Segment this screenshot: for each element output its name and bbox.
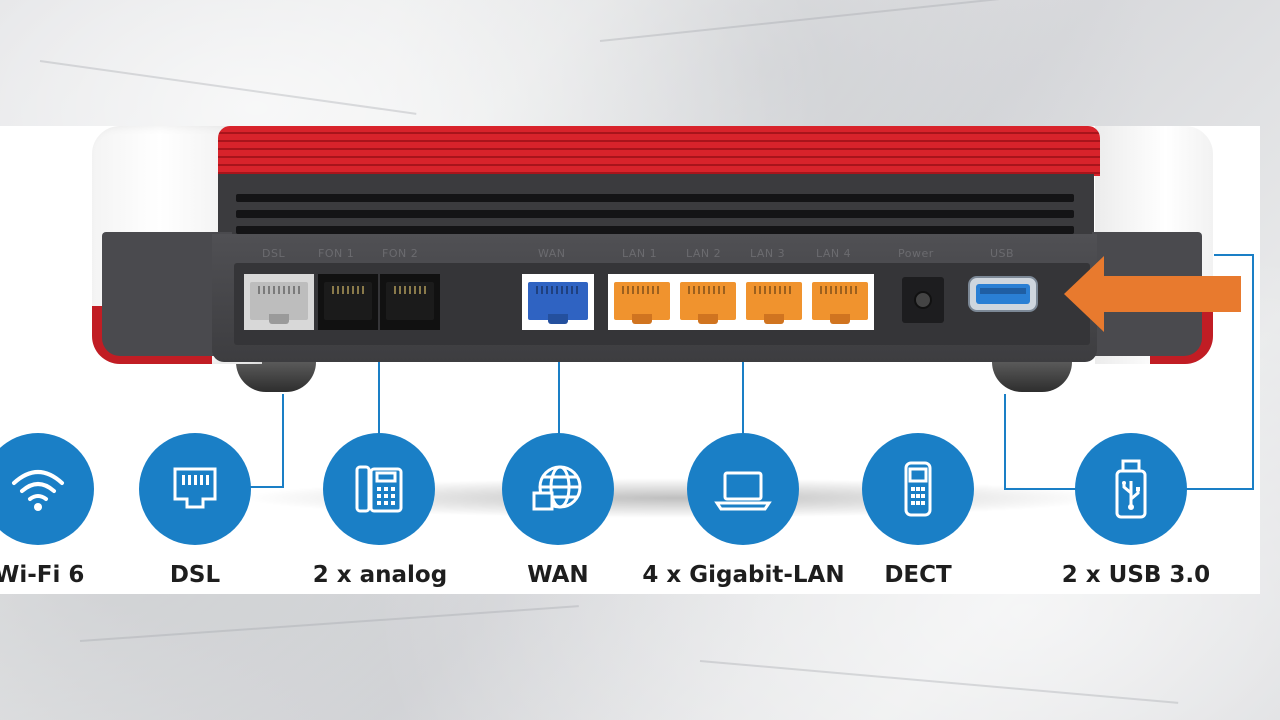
arrow-pointer-body [1098, 276, 1241, 312]
port-label-fon1: FON 1 [318, 247, 355, 260]
dsl-port-icon [139, 433, 251, 545]
paper-crease [79, 605, 579, 642]
connector-line [378, 362, 380, 434]
port-label-lan1: LAN 1 [622, 247, 658, 260]
fon2-port [380, 274, 440, 330]
port-label-power: Power [898, 247, 934, 260]
globe-icon [502, 433, 614, 545]
lan2-port [674, 274, 742, 330]
dsl-port [244, 274, 314, 330]
connector-line [1214, 254, 1254, 256]
lan3-port [740, 274, 808, 330]
connector-line [558, 362, 560, 434]
connector-line [282, 394, 284, 488]
connector-line [250, 486, 284, 488]
arrow-pointer-head [1064, 256, 1104, 332]
paper-crease [699, 660, 1179, 704]
port-label-dsl: DSL [262, 247, 286, 260]
usb-stick-icon [1075, 433, 1187, 545]
phone-icon [323, 433, 435, 545]
port-label-lan3: LAN 3 [750, 247, 786, 260]
cordless-phone-icon [862, 433, 974, 545]
lan1-port [608, 274, 676, 330]
wan-port [522, 274, 594, 330]
paper-crease [39, 60, 417, 115]
router-side-left [102, 232, 232, 356]
port-label-lan2: LAN 2 [686, 247, 722, 260]
port-label-wan: WAN [538, 247, 566, 260]
feature-label-lan: 4 x Gigabit-LAN [642, 562, 845, 588]
router-foot-left [236, 362, 316, 392]
connector-line [1004, 394, 1006, 490]
router-foot-right [992, 362, 1072, 392]
connector-line [1004, 488, 1076, 490]
connector-line [1186, 488, 1254, 490]
vent-slot [236, 226, 1074, 234]
laptop-icon [687, 433, 799, 545]
feature-label-wan: WAN [527, 562, 589, 588]
vent-slot [236, 194, 1074, 202]
port-label-fon2: FON 2 [382, 247, 419, 260]
port-label-usb: USB [990, 247, 1015, 260]
feature-label-analog: 2 x analog [312, 562, 448, 588]
lan4-port [806, 274, 874, 330]
feature-label-usb: 2 x USB 3.0 [1061, 562, 1211, 588]
connector-line [742, 362, 744, 434]
port-label-lan4: LAN 4 [816, 247, 852, 260]
power-jack [902, 277, 944, 323]
wifi-icon [0, 433, 94, 545]
paper-crease [599, 0, 1018, 42]
feature-label-wifi: Wi-Fi 6 [0, 562, 85, 588]
router-red-top [218, 126, 1100, 176]
fon1-port [318, 274, 378, 330]
vent-slot [236, 210, 1074, 218]
feature-label-dsl: DSL [169, 562, 221, 588]
feature-label-dect: DECT [884, 562, 952, 588]
connector-line [1252, 254, 1254, 490]
usb-port [968, 276, 1038, 312]
